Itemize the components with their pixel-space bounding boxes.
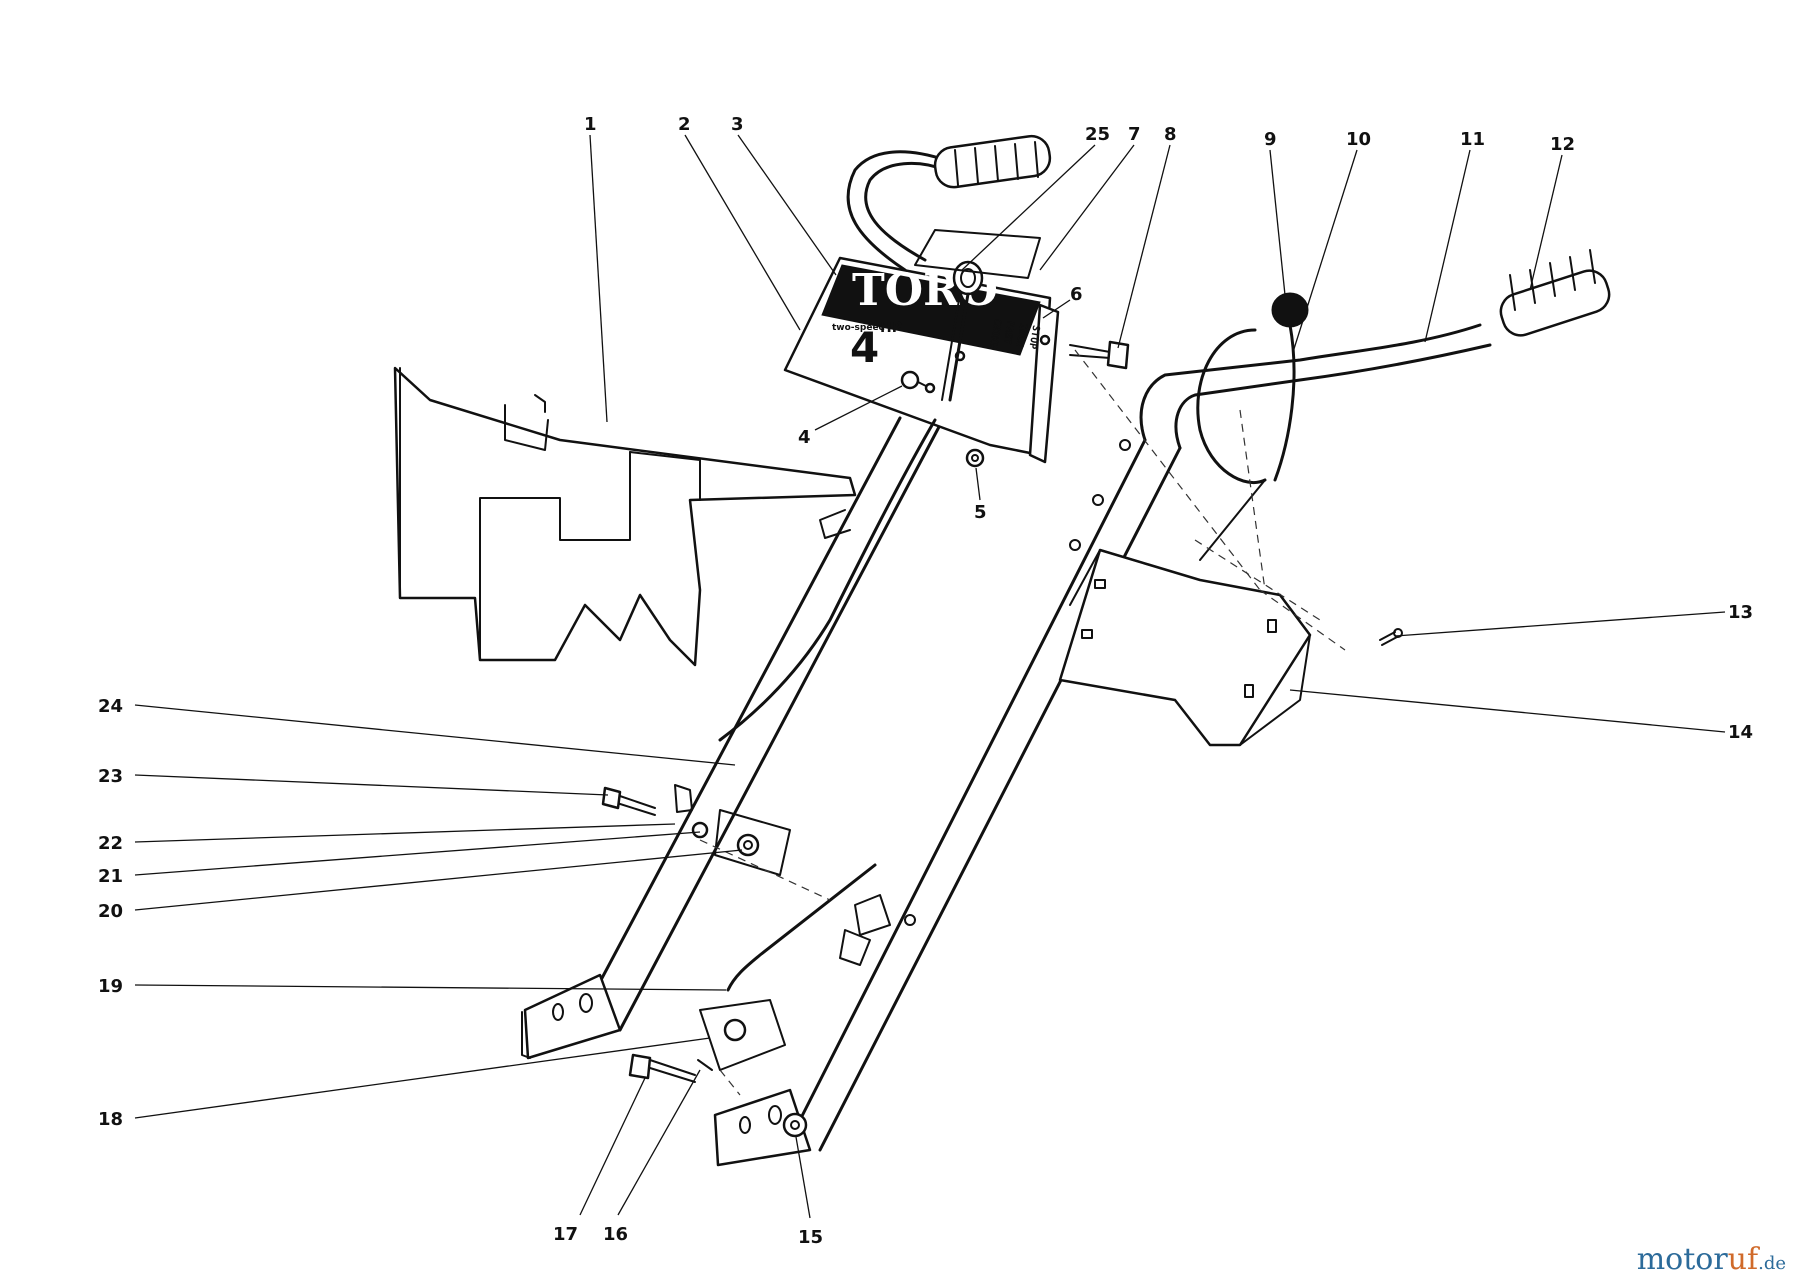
callout-7: 7 <box>1128 124 1141 145</box>
callout-6: 6 <box>1070 284 1083 305</box>
lower-nut <box>782 1112 808 1138</box>
watermark-logo: motoruf.de <box>1637 1242 1786 1277</box>
position-idle: IDLE <box>1013 322 1028 348</box>
mounting-bracket <box>1058 548 1312 747</box>
lower-plate <box>628 999 786 1083</box>
callout-11: 11 <box>1460 129 1485 150</box>
control-panel: TORO two-speed 4 HP CHOKE FAST IDLE STOP <box>783 256 1060 464</box>
shift-lever <box>1196 292 1309 561</box>
callout-21: 21 <box>98 866 123 887</box>
decal-subtitle: two-speed <box>832 323 885 333</box>
panel-bolt <box>1069 340 1130 370</box>
watermark-part-1: motor <box>1636 1242 1728 1277</box>
callout-17: 17 <box>553 1224 578 1245</box>
callout-1: 1 <box>584 114 597 135</box>
left-handle-tube <box>521 416 942 1060</box>
callout-2: 2 <box>678 114 691 135</box>
callout-18: 18 <box>98 1109 123 1130</box>
left-upper-handle <box>846 134 1052 272</box>
callout-25: 25 <box>1085 124 1110 145</box>
position-fast: FAST <box>1001 320 1016 346</box>
callout-19: 19 <box>98 976 123 997</box>
assembly-lines <box>699 349 1346 1096</box>
right-handle-tube <box>713 323 1492 1167</box>
lower-fastener-group <box>601 784 791 876</box>
position-choke: CHOKE <box>987 317 1003 349</box>
panel-nut <box>965 448 985 468</box>
callout-8: 8 <box>1164 124 1177 145</box>
callout-9: 9 <box>1264 129 1277 150</box>
callout-20: 20 <box>98 901 123 922</box>
cotter-pin <box>1379 628 1403 646</box>
callout-labels: 1 2 3 25 7 8 9 10 11 12 6 4 5 13 14 24 2… <box>98 114 1753 1248</box>
callout-3: 3 <box>731 114 744 135</box>
callout-13: 13 <box>1728 602 1753 623</box>
decal-power-unit: HP <box>880 320 902 336</box>
decal-plate <box>914 229 1041 279</box>
watermark-part-2: uf <box>1727 1242 1759 1277</box>
shift-rod <box>726 863 891 992</box>
callout-23: 23 <box>98 766 123 787</box>
callout-4: 4 <box>798 427 811 448</box>
callout-22: 22 <box>98 833 123 854</box>
callout-15: 15 <box>798 1227 823 1248</box>
callout-5: 5 <box>974 502 987 523</box>
callout-16: 16 <box>603 1224 628 1245</box>
callout-12: 12 <box>1550 134 1575 155</box>
control-cable <box>718 418 937 742</box>
decal-power-number: 4 <box>850 323 879 372</box>
callout-24: 24 <box>98 696 123 717</box>
panel-screw <box>900 370 936 394</box>
callout-10: 10 <box>1346 129 1371 150</box>
watermark-part-3: .de <box>1758 1253 1786 1274</box>
chute-deflector <box>393 366 857 667</box>
leader-lines <box>134 134 1726 1219</box>
callout-14: 14 <box>1728 722 1753 743</box>
right-grip <box>1499 249 1611 337</box>
position-stop: STOP <box>1026 324 1041 350</box>
